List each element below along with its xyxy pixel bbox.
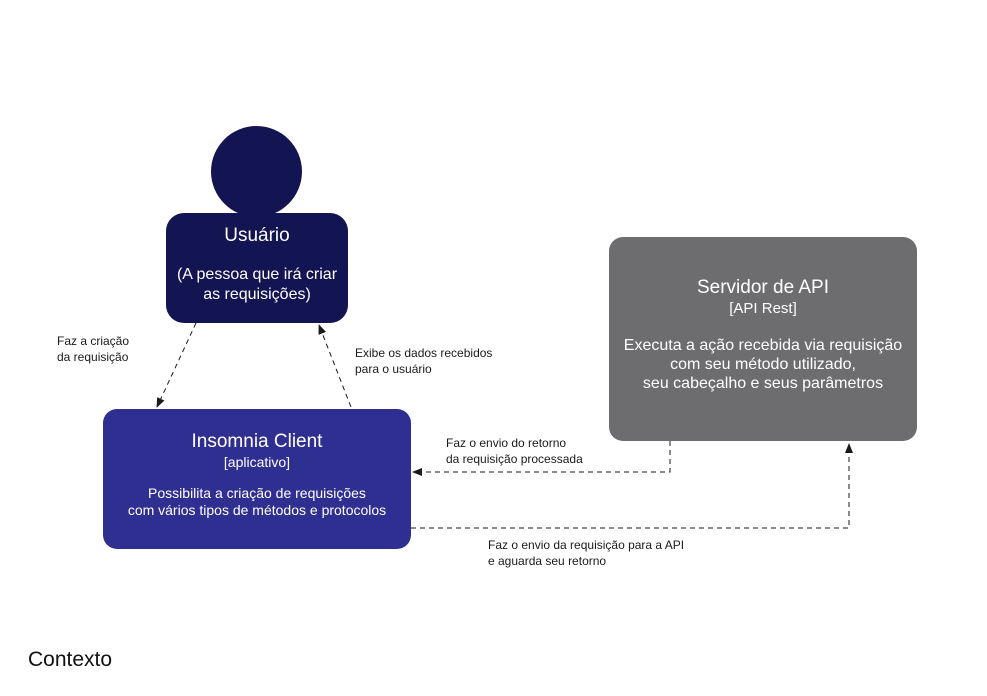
server-description: Executa a ação recebida via requisição c… [623,337,903,392]
client-name: Insomnia Client [191,431,323,452]
edge-create-request [156,322,197,408]
person-name: Usuário [224,225,290,246]
edge-label-return-response: Faz o envio do retorno da requisição pro… [446,436,583,466]
client-technology: [aplicativo] [223,454,291,470]
container-node-insomnia-client: Insomnia Client [aplicativo] Possibilita… [103,409,411,549]
edge-label-display-data: Exibe os dados recebidos para o usuário [355,346,493,376]
system-node-servidor-api: Servidor de API [API Rest] Executa a açã… [609,237,917,441]
server-technology: [API Rest] [729,300,797,317]
person-description: (A pessoa que irá criar as requisições) [176,266,338,303]
diagram-title: Contexto [28,648,113,671]
edge-display-data [318,324,352,408]
edge-label-create-request: Faz a criação da requisição [57,334,130,364]
person-head-shape [211,126,302,217]
client-description: Possibilita a criação de requisições com… [127,485,387,518]
edge-return-response [412,441,671,476]
person-node-usuario: Usuário (A pessoa que irá criar as requi… [166,213,348,323]
edge-send-request [411,443,853,529]
edge-label-send-request: Faz o envio da requisição para a API e a… [488,538,685,568]
server-name: Servidor de API [696,277,830,298]
